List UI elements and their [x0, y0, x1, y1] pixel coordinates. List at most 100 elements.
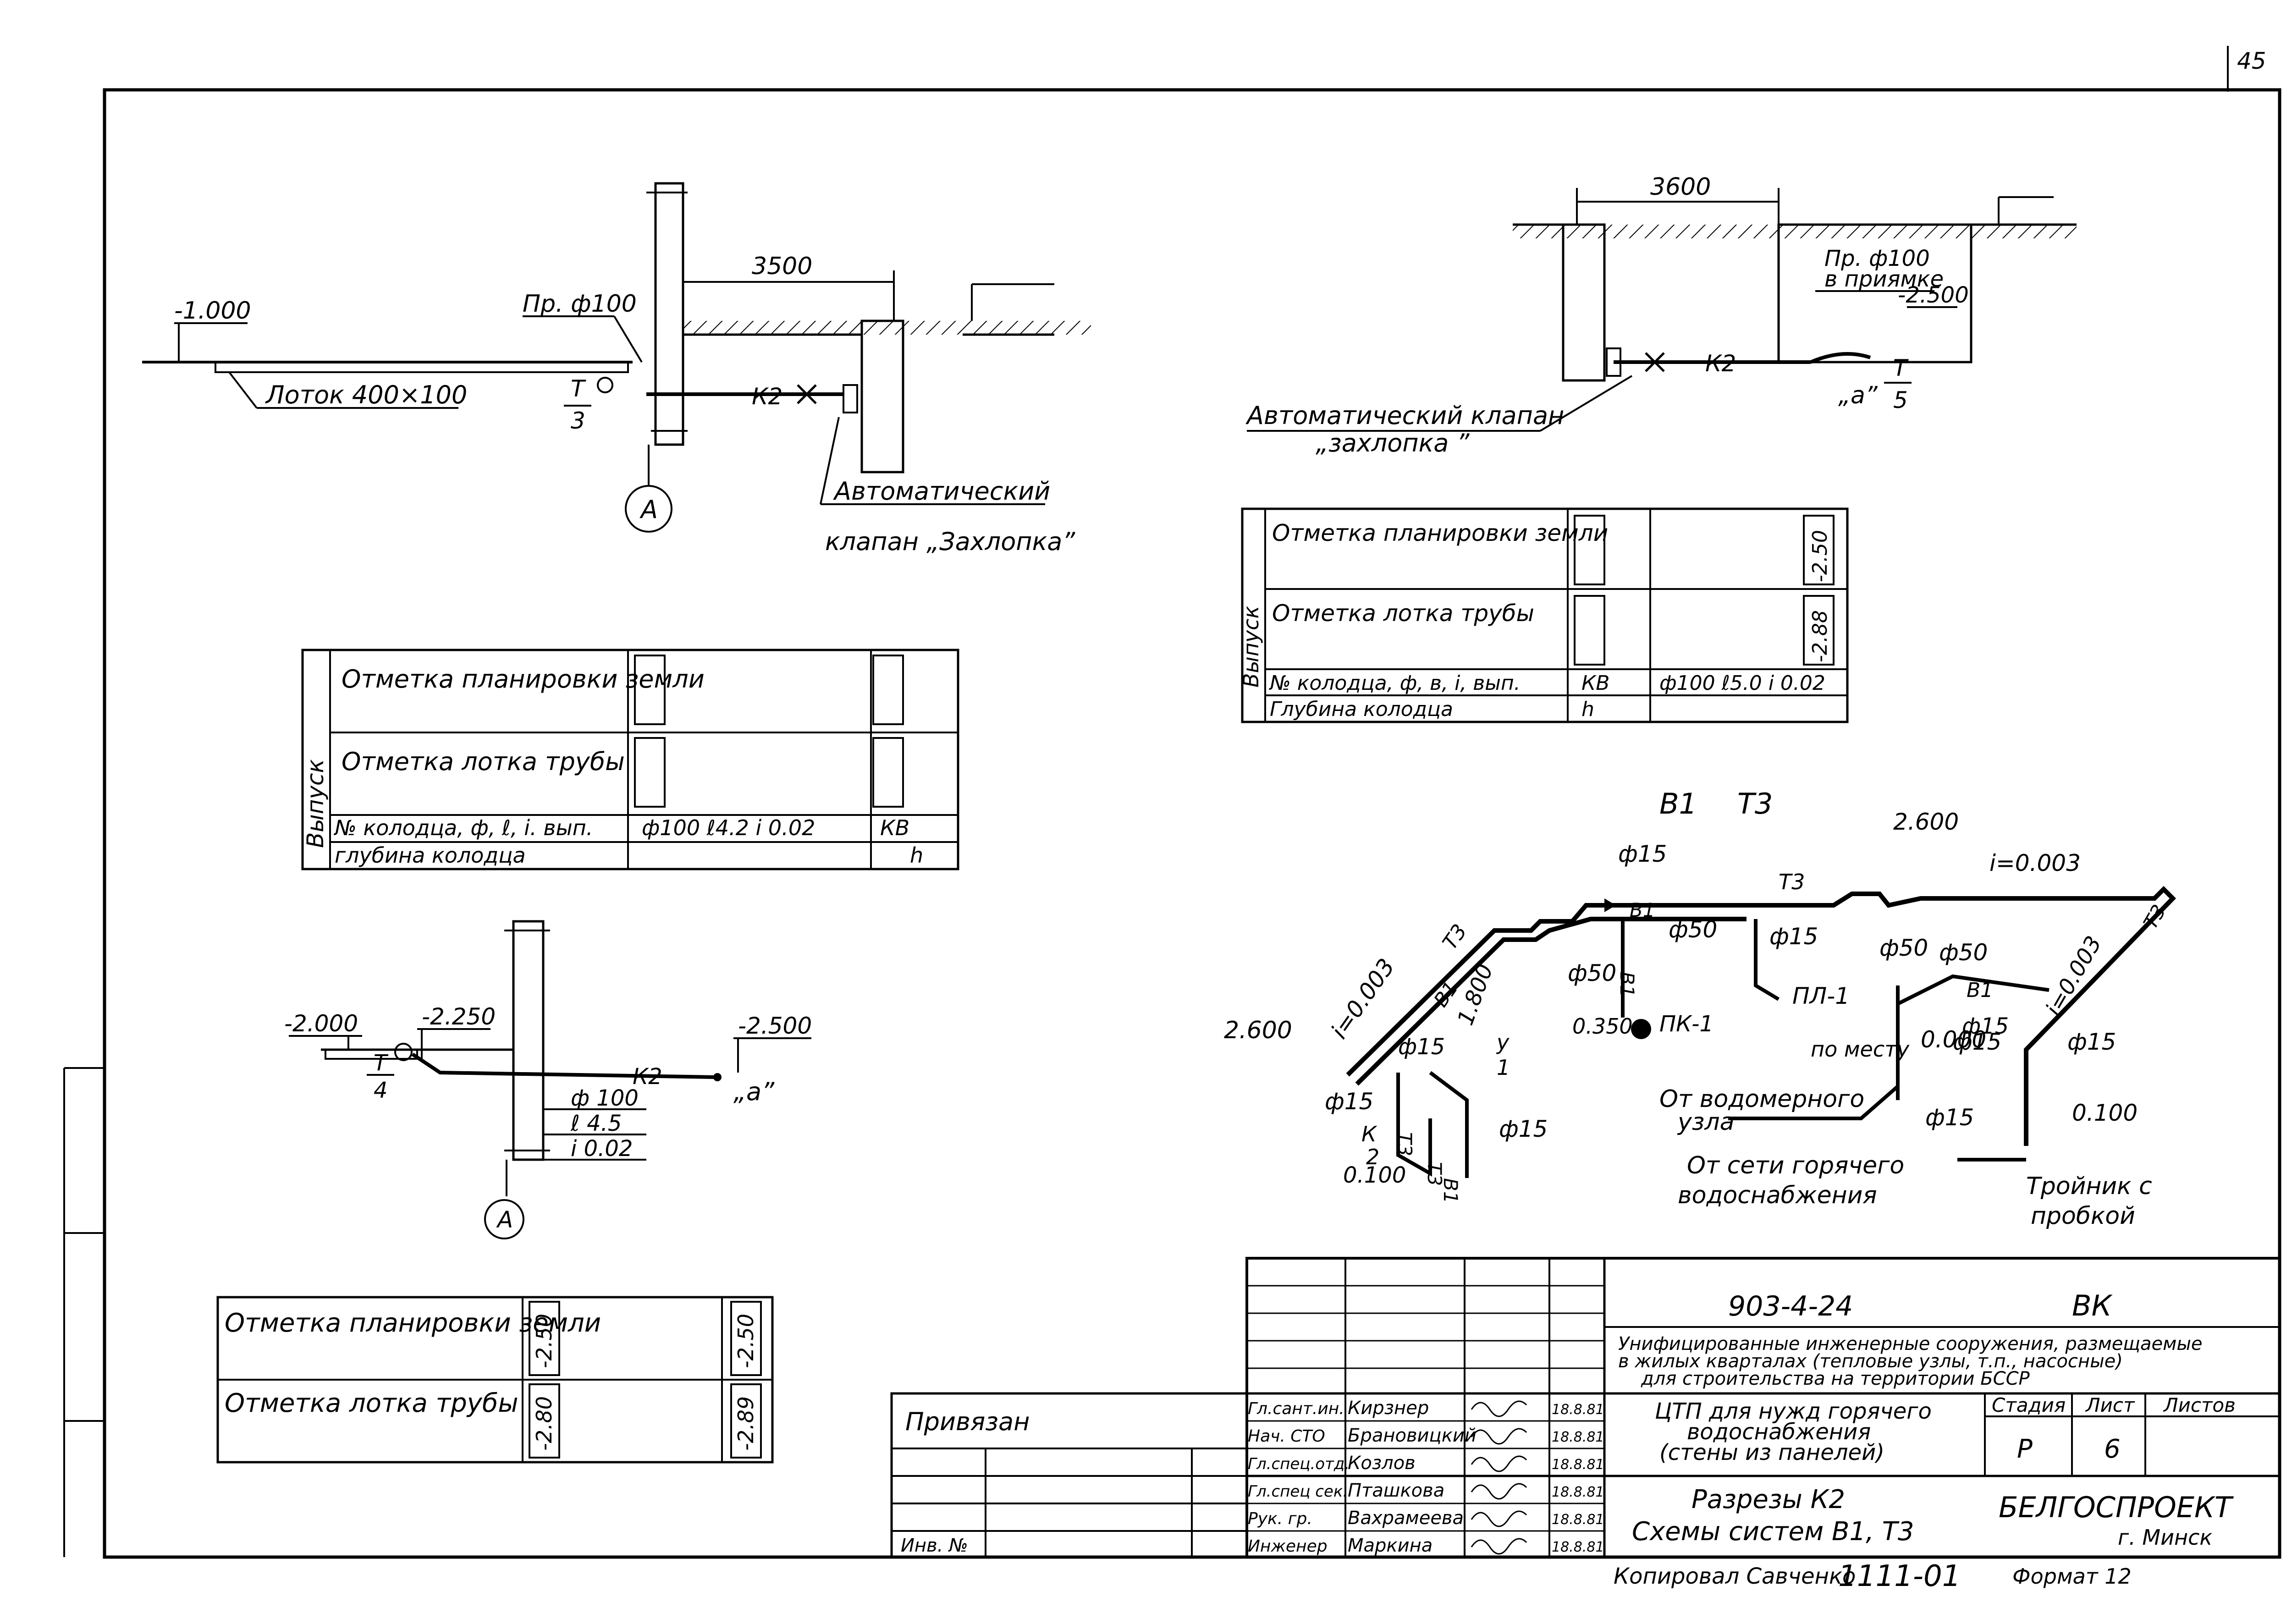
value-ground-left: -2.50	[532, 1314, 556, 1368]
schema-label: ф15	[1398, 1034, 1445, 1060]
sheet-title-line2: Схемы систем В1, Т3	[1632, 1517, 1914, 1547]
signature	[1471, 1538, 1527, 1555]
schema-label: ф50	[1879, 935, 1928, 961]
well-id-left: КВ	[880, 815, 909, 840]
copied-by: Копировал Савченко	[1614, 1563, 1856, 1589]
row-well-spec-left: № колодца, ф, ℓ, i. вып.	[333, 815, 593, 840]
dim-3600: 3600	[1650, 173, 1711, 201]
spec-diameter: ф 100	[571, 1085, 639, 1111]
section-bottom-left: -2.000 -2.250 -2.500 К2 „а” Т 4 ф 100 ℓ …	[284, 920, 812, 1239]
person-role: Гл.спец сек.	[1248, 1482, 1348, 1501]
stage-header: Стадия	[1992, 1394, 2066, 1416]
row-well-depth: Глубина колодца	[1270, 698, 1453, 721]
value-ground-right-bottom: -2.50	[733, 1314, 758, 1368]
well-depth-left: h	[910, 843, 923, 868]
schema-label: Т3	[1423, 1162, 1446, 1186]
schema-label: Т3	[1394, 1132, 1416, 1156]
person-role: Гл.сант.ин.	[1248, 1399, 1344, 1418]
signature	[1471, 1428, 1527, 1445]
outlet-table-left: Выпуск Отметка планировки земли Отметка …	[301, 649, 959, 870]
schema-label: В1	[1967, 979, 1993, 1002]
tray-label: Лоток 400×100	[265, 380, 467, 409]
copy-number: 1111-01	[1838, 1559, 1961, 1593]
well-depth: h	[1581, 698, 1594, 721]
value-pipe-right-bottom: -2.89	[733, 1396, 758, 1451]
spec-length: ℓ 4.5	[570, 1111, 622, 1136]
schema-label: ф15	[2067, 1029, 2116, 1055]
schema-label: 1.800	[1453, 961, 1499, 1029]
description-line3: для строительства на территории БССР	[1641, 1368, 2030, 1389]
row-pipe-level-left: Отметка лотка трубы	[342, 747, 625, 776]
section-a-bottom: „а”	[733, 1077, 775, 1106]
valve-label-line2: клапан „Захлопка”	[825, 527, 1075, 556]
section-mark-num: Т	[571, 375, 586, 402]
axis-marker	[625, 485, 672, 533]
organization: БЕЛГОСПРОЕКТ	[1999, 1491, 2234, 1524]
well-id: КВ	[1581, 672, 1609, 695]
schema-label: В1	[1616, 972, 1638, 997]
section-a-right: „а”	[1838, 382, 1878, 409]
schema-label: 0.350	[1572, 1014, 1633, 1039]
signature	[1471, 1483, 1527, 1500]
schema-label: ф15	[1618, 841, 1667, 867]
section-mark-den: 3	[571, 407, 585, 434]
person-date: 18.8.81	[1552, 1512, 1604, 1528]
schema-label: ПК-1	[1659, 1011, 1713, 1037]
dim-3500: 3500	[752, 253, 812, 280]
pipe-label: Пр. ф100	[523, 290, 637, 318]
schema-label: В1	[1630, 899, 1655, 921]
section-mark-num-bottom: Т	[374, 1050, 389, 1076]
schema-title-b1: В1	[1659, 787, 1697, 820]
schema-label: 0.000	[1921, 1026, 1986, 1053]
person-name: Брановицкий	[1348, 1425, 1477, 1446]
person-date: 18.8.81	[1552, 1402, 1604, 1418]
schema-label: Т3	[1779, 870, 1805, 894]
axis-label-bottom: А	[496, 1206, 513, 1233]
section-top-right: 3600 Пр. ф100 в приямке -2.500 К2 „а” Т …	[1245, 173, 2077, 457]
schema-label: пробкой	[2031, 1202, 2135, 1230]
schema-label: ПЛ-1	[1792, 983, 1850, 1009]
row-well-spec: № колодца, ф, в, i, вып.	[1268, 672, 1521, 695]
person-role: Инженер	[1248, 1537, 1328, 1556]
project-code: 903-4-24	[1728, 1290, 1853, 1322]
section-top-left: -1.000 Лоток 400×100 Пр. ф100 3500 К2 Т …	[142, 182, 1091, 556]
name-line2: водоснабжения	[1687, 1419, 1871, 1445]
description-line1: Унифицированные инженерные сооружения, р…	[1618, 1333, 2203, 1354]
section-mark-num-right: Т	[1893, 355, 1909, 381]
person-role: Рук. гр.	[1248, 1509, 1312, 1528]
level-2250: -2.250	[422, 1003, 496, 1030]
level-pit: -2.500	[1898, 282, 1969, 308]
person-role: Нач. СТО	[1248, 1427, 1325, 1446]
person-name: Вахрамеева	[1348, 1508, 1464, 1529]
valve-label-right-line2: „захлопка ”	[1316, 429, 1470, 457]
schema-label: От водомерного	[1659, 1085, 1864, 1113]
row-pipe-level-bottom: Отметка лотка трубы	[225, 1388, 518, 1418]
name-line1: ЦТП для нужд горячего	[1655, 1398, 1932, 1424]
schema-label: Т3	[1438, 920, 1471, 954]
section-mark-den-right: 5	[1893, 387, 1908, 413]
schema-label: i=0.003	[1989, 850, 2081, 876]
level-left: -1.000	[174, 297, 251, 325]
levels-table-bottom: Отметка планировки земли Отметка лотка т…	[216, 1296, 774, 1464]
spec-slope: i 0.02	[571, 1136, 633, 1162]
schema-label: 1	[1497, 1055, 1510, 1080]
axis-label: А	[639, 495, 658, 524]
well-spec-left: ф100 ℓ4.2 i 0.02	[642, 815, 815, 840]
schema-label: узла	[1677, 1108, 1735, 1136]
schema-label: В1	[1439, 1178, 1462, 1204]
schema-label: ф50	[1939, 939, 1988, 966]
person-role: Гл.спец.отд.	[1248, 1455, 1350, 1473]
row-well-depth-left: глубина колодца	[335, 843, 526, 868]
pipe-k2-label: К2	[752, 383, 782, 410]
sheets-header: Листов	[2163, 1394, 2236, 1416]
stage-value: Р	[2017, 1434, 2033, 1464]
well-spec: ф100 ℓ5.0 i 0.02	[1659, 672, 1825, 695]
valve-label-line1: Автоматический	[833, 477, 1050, 506]
sheet-header: Лист	[2085, 1394, 2135, 1416]
schema-label: ф50	[1669, 916, 1717, 943]
person-date: 18.8.81	[1552, 1429, 1604, 1445]
schema-label: ф15	[1953, 1029, 2001, 1055]
isometric-schema: В1 Т3 ф15 Т3 В1 ф50 ф15 2.600 i=0.003 i=…	[1224, 787, 2176, 1230]
person-date: 18.8.81	[1552, 1457, 1604, 1473]
sheet-number: 45	[2237, 48, 2266, 74]
